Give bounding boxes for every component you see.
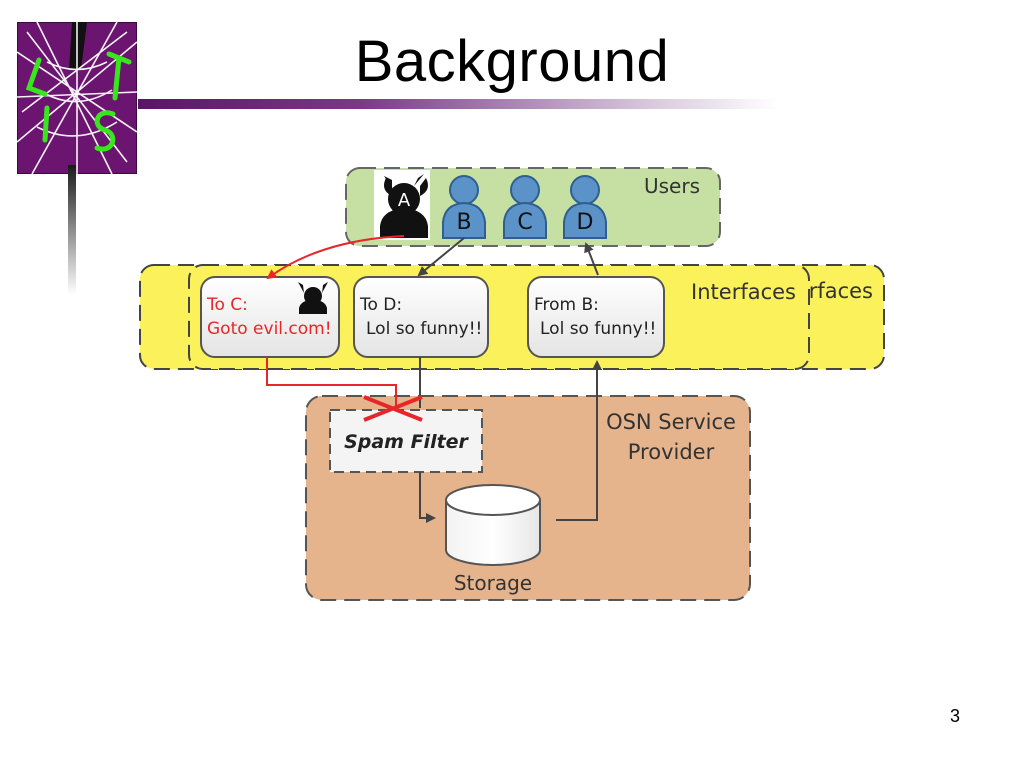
user-c-icon: C <box>503 175 547 239</box>
slide-title: Background <box>354 29 670 94</box>
storage-to-interface-arrow <box>556 360 602 521</box>
message-from-b-body: Lol so funny!! <box>540 319 656 339</box>
interfaces-ghost-label: rfaces <box>809 279 873 303</box>
logo-bar <box>68 165 76 295</box>
database-cylinder-icon: Storage <box>445 484 541 595</box>
interfaces-group-label: Interfaces <box>691 280 796 304</box>
filter-to-storage-arrow <box>419 472 436 523</box>
devil-icon <box>298 282 328 314</box>
d-receive-arrow <box>584 242 599 276</box>
attack-to-filter-path <box>266 357 397 408</box>
user-b-icon: B <box>442 175 486 239</box>
message-to-c-body: Goto evil.com! <box>207 319 332 339</box>
title-rule <box>138 99 778 109</box>
svg-text:A: A <box>398 190 411 211</box>
user-a-icon: A <box>374 170 430 240</box>
storage-label: Storage <box>454 571 532 595</box>
attack-send-arrow <box>266 235 405 280</box>
b-send-arrow <box>417 237 465 277</box>
spam-filter-box: Spam Filter <box>329 409 483 473</box>
message-to-d-body: Lol so funny!! <box>366 319 482 339</box>
user-d-icon: D <box>563 175 607 239</box>
svg-text:D: D <box>577 210 594 235</box>
page-number: 3 <box>949 706 960 726</box>
message-from-b: From B: Lol so funny!! <box>527 276 665 358</box>
message-to-d-recipient: To D: <box>359 295 402 315</box>
message-from-b-sender: From B: <box>534 295 599 315</box>
lts-web-logo-icon <box>17 22 137 174</box>
message-to-d: To D: Lol so funny!! <box>353 276 489 358</box>
message-to-c-recipient: To C: <box>206 295 248 315</box>
svg-text:B: B <box>456 210 471 235</box>
users-group-label: Users <box>644 174 700 198</box>
flow-arrows <box>266 235 602 523</box>
provider-label-line1: OSN Service <box>606 410 736 434</box>
provider-label-line2: Provider <box>628 440 715 464</box>
red-x-icon <box>363 395 423 422</box>
message-to-c: To C: Goto evil.com! <box>200 276 340 358</box>
spam-filter-label: Spam Filter <box>344 431 469 453</box>
svg-text:C: C <box>517 210 532 235</box>
